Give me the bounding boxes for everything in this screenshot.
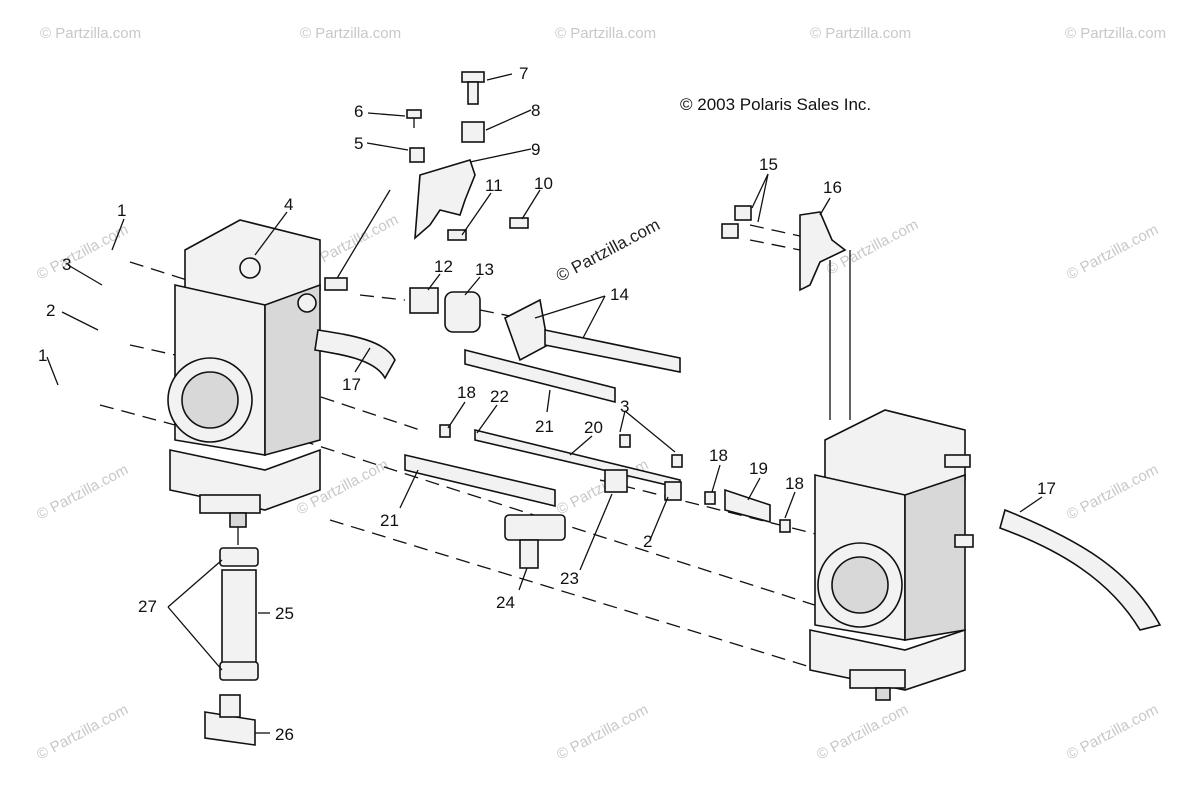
watermark: © Partzilla.com xyxy=(1065,25,1166,42)
callout-label: 12 xyxy=(434,257,453,276)
hoses xyxy=(314,329,1162,631)
callout-label: 3 xyxy=(620,397,629,416)
callout-label: 14 xyxy=(610,285,629,304)
watermark: © Partzilla.com xyxy=(810,25,911,42)
left-carburetor xyxy=(167,219,348,528)
watermark: © Partzilla.com xyxy=(1064,701,1161,763)
leader-lines xyxy=(46,73,1043,734)
callout-label: 21 xyxy=(535,417,554,436)
callout-label: 21 xyxy=(380,511,399,530)
watermark: © Partzilla.com xyxy=(34,461,131,523)
callout-label: 23 xyxy=(560,569,579,588)
callout-label: 10 xyxy=(534,174,553,193)
callout-label: 24 xyxy=(496,593,515,612)
callout-label: 20 xyxy=(584,418,603,437)
watermark: © Partzilla.com xyxy=(40,25,141,42)
middle-parts xyxy=(404,287,791,569)
callout-label: 3 xyxy=(62,255,71,274)
callout-label: 6 xyxy=(354,102,363,121)
callout-label: 25 xyxy=(275,604,294,623)
callout-label: 19 xyxy=(749,459,768,478)
callout-labels: 1 1 2 2 3 3 4 5 6 7 8 9 10 11 12 13 14 1… xyxy=(38,64,1056,744)
callout-label: 9 xyxy=(531,140,540,159)
watermark: © Partzilla.com xyxy=(34,701,131,763)
watermark-center: © Partzilla.com xyxy=(553,215,663,286)
watermark: © Partzilla.com xyxy=(300,25,401,42)
callout-label: 11 xyxy=(485,176,503,195)
callout-label: 16 xyxy=(823,178,842,197)
callout-label: 15 xyxy=(759,155,778,174)
watermark: © Partzilla.com xyxy=(1064,461,1161,523)
fuel-line-parts xyxy=(204,547,259,746)
copyright-notice: © 2003 Polaris Sales Inc. xyxy=(680,95,871,114)
watermark: © Partzilla.com xyxy=(814,701,911,763)
callout-label: 17 xyxy=(1037,479,1056,498)
callout-label: 26 xyxy=(275,725,294,744)
callout-label: 4 xyxy=(284,195,293,214)
callout-label: 1 xyxy=(117,201,126,220)
callout-label: 22 xyxy=(490,387,509,406)
throttle-bracket-assembly xyxy=(406,71,529,241)
right-carburetor xyxy=(809,409,974,701)
callout-label: 13 xyxy=(475,260,494,279)
watermark: © Partzilla.com xyxy=(554,701,651,763)
callout-label: 17 xyxy=(342,375,361,394)
callout-label: 8 xyxy=(531,101,540,120)
watermark: © Partzilla.com xyxy=(1064,221,1161,283)
callout-label: 18 xyxy=(785,474,804,493)
callout-label: 2 xyxy=(46,301,55,320)
callout-label: 18 xyxy=(709,446,728,465)
callout-label: 7 xyxy=(519,64,528,83)
callout-label: 18 xyxy=(457,383,476,402)
right-bracket-assembly xyxy=(721,205,847,292)
watermark: © Partzilla.com xyxy=(555,25,656,42)
callout-label: 2 xyxy=(643,532,652,551)
callout-label: 1 xyxy=(38,346,47,365)
callout-label: 5 xyxy=(354,134,363,153)
callout-label: 27 xyxy=(138,597,157,616)
